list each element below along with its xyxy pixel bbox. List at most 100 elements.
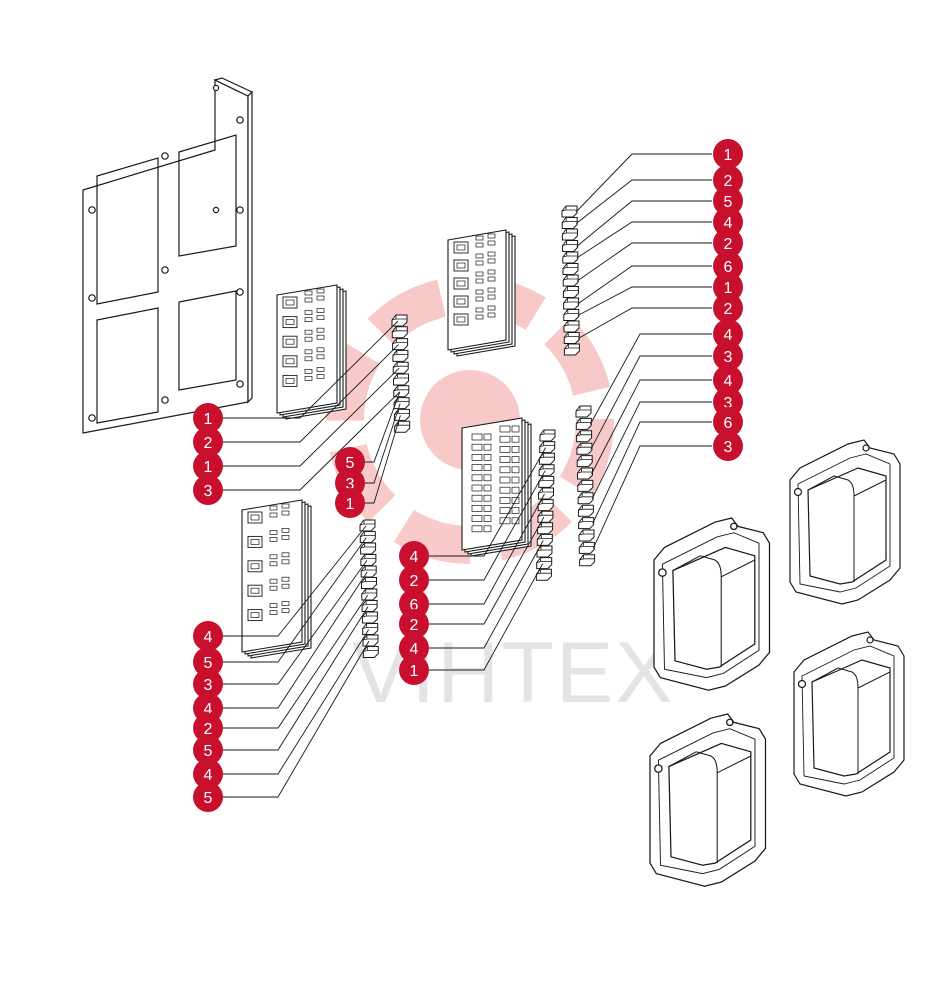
clip [563, 332, 580, 344]
clip [536, 533, 553, 546]
callout: 4 [713, 207, 743, 237]
clip [359, 519, 376, 532]
callout-number: 2 [204, 721, 213, 738]
callout-number: 4 [204, 629, 213, 646]
clip [361, 588, 378, 601]
clip [361, 577, 377, 589]
callout-number: 1 [204, 459, 213, 476]
callout: 5 [193, 782, 223, 812]
callout-number: 6 [410, 597, 419, 614]
clip [360, 554, 377, 566]
callout: 5 [335, 447, 365, 477]
clip [563, 297, 580, 310]
callout: 3 [713, 431, 743, 461]
clip [393, 373, 409, 386]
clip [577, 492, 594, 505]
callout: 4 [713, 319, 743, 349]
callout-number: 4 [204, 701, 213, 718]
callout: 4 [193, 759, 223, 789]
clip [362, 646, 379, 658]
leader-lines [222, 153, 712, 798]
callout: 2 [399, 609, 429, 639]
callout-number: 4 [204, 767, 213, 784]
callout: 3 [193, 475, 223, 505]
clip [575, 405, 592, 418]
callout: 1 [335, 488, 365, 518]
callout: 4 [713, 365, 743, 395]
clip [537, 510, 554, 523]
clip [539, 429, 556, 442]
clip [362, 623, 379, 635]
callout: 2 [193, 427, 223, 457]
clip [577, 467, 593, 480]
callout-number: 3 [346, 476, 355, 493]
clip [579, 554, 596, 567]
callout: 1 [193, 451, 223, 481]
callout-number: 1 [724, 147, 733, 164]
callout-number: 5 [346, 455, 355, 472]
clip [561, 205, 578, 218]
switch-panel [461, 417, 532, 557]
clip [577, 504, 594, 517]
clip [578, 517, 595, 530]
clip [562, 274, 579, 287]
clip [360, 542, 377, 555]
clip [392, 349, 409, 362]
callout-number: 1 [204, 411, 213, 428]
callout: 1 [399, 655, 429, 685]
cover [649, 713, 767, 887]
callout-number: 4 [724, 373, 733, 390]
cover [653, 517, 771, 691]
callout-number: 2 [724, 173, 733, 190]
callout-number: 1 [724, 280, 733, 297]
cover [789, 439, 901, 605]
clip [576, 455, 593, 468]
callout-number: 3 [724, 439, 733, 456]
callout-number: 2 [724, 301, 733, 318]
clip [576, 442, 593, 455]
callout: 3 [193, 669, 223, 699]
callout-number: 5 [204, 655, 213, 672]
callout: 2 [399, 565, 429, 595]
cover [793, 631, 905, 797]
clip [536, 557, 553, 570]
callout-number: 1 [410, 663, 419, 680]
clip [575, 417, 592, 430]
callout: 6 [713, 251, 743, 281]
callout-number: 2 [410, 617, 419, 634]
callout: 2 [193, 713, 223, 743]
callout-number: 4 [410, 549, 419, 566]
clip [538, 487, 554, 500]
callout-number: 5 [204, 743, 213, 760]
clip [362, 634, 379, 647]
clip [576, 430, 593, 443]
callout: 5 [193, 735, 223, 765]
callout: 4 [193, 621, 223, 651]
callout-number: 3 [724, 395, 733, 412]
clip [391, 326, 408, 339]
callout-number: 4 [724, 215, 733, 232]
callout-number: 3 [724, 349, 733, 366]
callout-number: 5 [204, 790, 213, 807]
clip [539, 441, 556, 454]
clip [578, 529, 595, 542]
callout: 5 [193, 647, 223, 677]
callout: 1 [713, 139, 743, 169]
clip [562, 240, 579, 252]
callout-number: 2 [204, 435, 213, 452]
callout-number: 6 [724, 259, 733, 276]
callout: 3 [713, 341, 743, 371]
switch-panel [276, 284, 347, 420]
callout-number: 1 [346, 496, 355, 513]
callout: 6 [713, 407, 743, 437]
callout-number: 4 [724, 327, 733, 344]
callout-number: 5 [724, 194, 733, 211]
mounting-plate [82, 77, 254, 434]
callout: 1 [713, 272, 743, 302]
switch-panel [447, 229, 516, 357]
clip [393, 397, 410, 410]
clip [563, 309, 580, 321]
